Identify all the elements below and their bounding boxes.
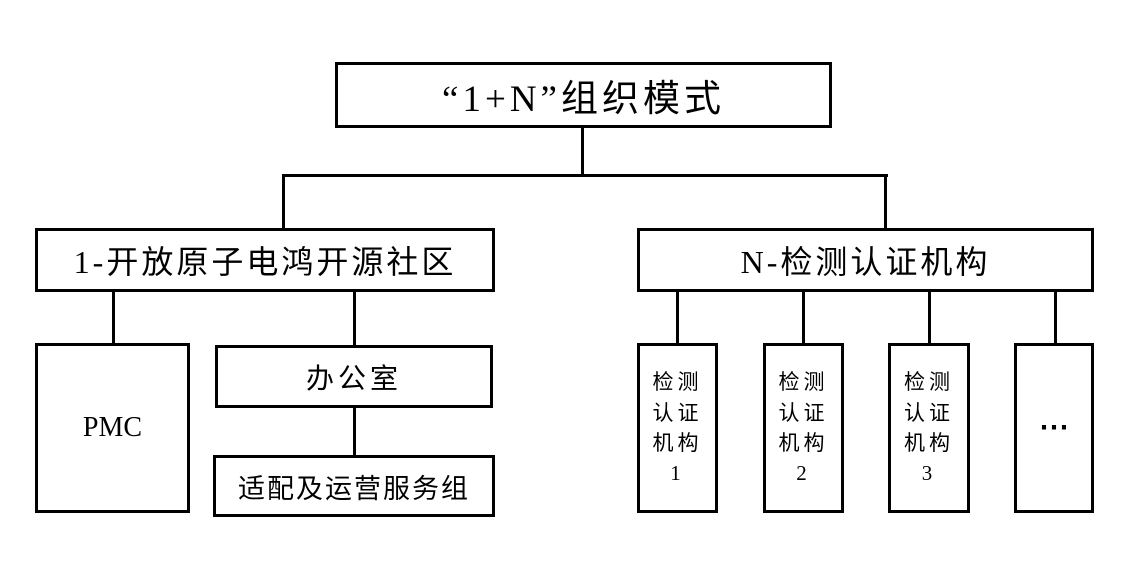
ellipsis-label: ⋯	[1039, 411, 1069, 445]
left-branch-label: 1-开放原子电鸿开源社区	[73, 244, 457, 280]
agency-2-node-box: 检测 认证 机构 2	[763, 343, 844, 513]
agency-more-node-box: ⋯	[1014, 343, 1094, 513]
office-node-box: 办公室	[215, 345, 493, 408]
connector-agency-3	[928, 292, 931, 343]
connector-agency-more	[1054, 292, 1057, 343]
connector-pmc	[112, 292, 115, 343]
connector-office	[353, 292, 356, 345]
left-branch-box: 1-开放原子电鸿开源社区	[35, 228, 495, 292]
root-node-label: “1+N”组织模式	[442, 79, 725, 120]
agency-1-node-label: 检测 认证 机构 1	[652, 370, 703, 486]
adaptation-node-box: 适配及运营服务组	[213, 455, 495, 517]
right-branch-box: N-检测认证机构	[637, 228, 1094, 292]
connector-adaptation	[353, 408, 356, 455]
agency-1-node-box: 检测 认证 机构 1	[637, 343, 718, 513]
right-branch-label: N-检测认证机构	[740, 244, 991, 280]
connector-agency-2	[802, 292, 805, 343]
connector-horizontal-bar	[282, 174, 888, 177]
connector-agency-1	[676, 292, 679, 343]
root-node-box: “1+N”组织模式	[335, 62, 832, 128]
pmc-node-box: PMC	[35, 343, 190, 513]
connector-drop-left	[282, 174, 285, 228]
agency-3-node-box: 检测 认证 机构 3	[888, 343, 970, 513]
connector-drop-right	[884, 174, 887, 228]
connector-root-trunk	[581, 128, 584, 176]
pmc-node-label: PMC	[82, 412, 143, 443]
office-node-label: 办公室	[305, 363, 402, 395]
agency-3-node-label: 检测 认证 机构 3	[904, 370, 954, 486]
adaptation-node-label: 适配及运营服务组	[238, 473, 470, 504]
agency-2-node-label: 检测 认证 机构 2	[778, 370, 829, 486]
